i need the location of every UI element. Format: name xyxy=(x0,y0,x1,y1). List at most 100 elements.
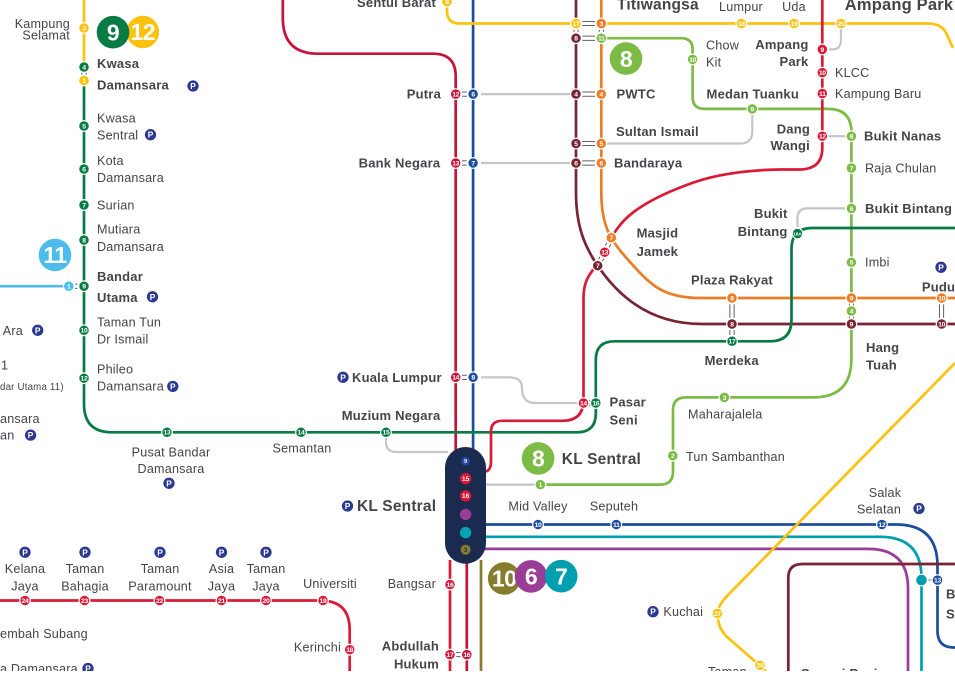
svg-text:P: P xyxy=(340,372,346,382)
svg-text:Tuah: Tuah xyxy=(866,358,897,373)
svg-text:Wangi: Wangi xyxy=(770,138,810,153)
svg-text:P: P xyxy=(148,130,154,140)
svg-text:Taman Tun: Taman Tun xyxy=(97,316,161,330)
svg-text:2: 2 xyxy=(671,453,675,460)
svg-text:KLCC: KLCC xyxy=(835,66,869,80)
svg-text:4: 4 xyxy=(82,64,86,71)
svg-text:KL Sentral: KL Sentral xyxy=(562,451,641,468)
svg-text:Medan Tuanku: Medan Tuanku xyxy=(707,87,799,102)
svg-text:Park: Park xyxy=(780,54,810,69)
svg-text:18: 18 xyxy=(738,21,745,28)
svg-text:8: 8 xyxy=(730,295,734,302)
svg-text:P: P xyxy=(166,478,172,488)
svg-text:16: 16 xyxy=(462,493,470,500)
svg-text:P: P xyxy=(35,325,41,335)
svg-text:13: 13 xyxy=(934,578,941,585)
svg-text:Seputeh: Seputeh xyxy=(590,499,638,513)
svg-text:15: 15 xyxy=(462,476,470,483)
svg-text:10: 10 xyxy=(535,522,542,529)
svg-text:Pusat Bandar: Pusat Bandar xyxy=(132,445,211,459)
svg-text:Jaya: Jaya xyxy=(252,580,279,594)
svg-text:9: 9 xyxy=(82,284,86,291)
svg-text:Kerinchi: Kerinchi xyxy=(294,641,341,655)
svg-text:13: 13 xyxy=(601,250,608,257)
svg-text:12: 12 xyxy=(819,134,826,141)
svg-text:10: 10 xyxy=(938,321,945,328)
svg-text:11: 11 xyxy=(43,242,67,268)
svg-text:3: 3 xyxy=(600,21,604,28)
svg-text:12: 12 xyxy=(878,522,885,529)
svg-text:Phileo: Phileo xyxy=(97,363,133,377)
svg-text:dar Utama 11): dar Utama 11) xyxy=(0,382,64,393)
svg-text:Taman: Taman xyxy=(247,562,286,576)
svg-text:Sentul Barat: Sentul Barat xyxy=(357,0,436,10)
svg-text:9: 9 xyxy=(464,459,467,465)
svg-text:11: 11 xyxy=(819,91,826,98)
svg-text:9: 9 xyxy=(107,19,119,45)
svg-text:Utama: Utama xyxy=(97,290,138,305)
svg-text:Selamat: Selamat xyxy=(22,29,70,43)
svg-text:Plaza Rakyat: Plaza Rakyat xyxy=(691,272,773,287)
svg-text:Raja Chulan: Raja Chulan xyxy=(865,161,937,175)
svg-text:7: 7 xyxy=(471,160,475,167)
svg-text:17: 17 xyxy=(729,339,736,346)
svg-text:Jaya: Jaya xyxy=(11,580,38,594)
svg-text:9: 9 xyxy=(850,321,854,328)
svg-text:Damansara: Damansara xyxy=(97,240,164,254)
svg-text:Kwasa: Kwasa xyxy=(97,56,140,71)
svg-text:Kota: Kota xyxy=(97,154,124,168)
svg-text:Kuala Lumpur: Kuala Lumpur xyxy=(352,370,442,385)
svg-text:Pudu: Pudu xyxy=(922,279,955,294)
svg-text:Sentral: Sentral xyxy=(97,129,138,143)
svg-text:11: 11 xyxy=(598,36,605,43)
svg-text:P: P xyxy=(916,504,922,514)
svg-text:15: 15 xyxy=(383,430,390,437)
svg-text:Pasar: Pasar xyxy=(610,395,646,410)
svg-text:5: 5 xyxy=(82,123,86,130)
svg-text:Sungai Besi: Sungai Besi xyxy=(801,666,878,671)
svg-text:21: 21 xyxy=(218,598,225,605)
svg-text:P: P xyxy=(345,501,351,511)
svg-text:Bandaraya: Bandaraya xyxy=(614,156,683,171)
svg-text:Bandar: Bandar xyxy=(97,269,143,284)
svg-text:u Ara: u Ara xyxy=(0,324,23,338)
svg-text:Sultan Ismail: Sultan Ismail xyxy=(616,124,699,139)
svg-text:P: P xyxy=(170,381,176,391)
svg-text:Jaya: Jaya xyxy=(208,580,235,594)
svg-text:10: 10 xyxy=(689,57,696,64)
svg-text:P: P xyxy=(219,547,225,557)
svg-text:Bukit Bintang: Bukit Bintang xyxy=(865,201,952,216)
svg-text:17: 17 xyxy=(447,652,454,659)
svg-text:1: 1 xyxy=(82,78,86,85)
svg-text:Taman: Taman xyxy=(66,562,105,576)
svg-text:Bahagia: Bahagia xyxy=(61,580,109,594)
svg-text:PWTC: PWTC xyxy=(617,87,656,102)
svg-text:a Damansara: a Damansara xyxy=(0,662,78,671)
svg-text:6: 6 xyxy=(574,160,578,167)
svg-text:Damansara: Damansara xyxy=(97,78,169,93)
svg-text:Surian: Surian xyxy=(97,199,135,213)
svg-text:9: 9 xyxy=(751,106,755,113)
svg-text:Ampang: Ampang xyxy=(755,37,808,52)
svg-text:Damansara: Damansara xyxy=(138,462,205,476)
svg-text:Kuchai: Kuchai xyxy=(663,605,703,619)
svg-text:3: 3 xyxy=(82,25,86,32)
svg-text:19: 19 xyxy=(791,21,798,28)
svg-text:Taman: Taman xyxy=(708,665,747,671)
svg-text:Mid Valley: Mid Valley xyxy=(508,499,568,513)
svg-text:Bintang: Bintang xyxy=(738,224,788,239)
svg-text:Maharajalela: Maharajalela xyxy=(688,408,763,422)
svg-text:Chow: Chow xyxy=(706,39,740,53)
svg-text:Dr Ismail: Dr Ismail xyxy=(97,333,148,347)
svg-text:22: 22 xyxy=(156,598,163,605)
svg-text:Selatan: Selatan xyxy=(946,607,955,622)
svg-text:7: 7 xyxy=(596,263,600,270)
svg-text:27: 27 xyxy=(714,611,721,618)
svg-text:Paramount: Paramount xyxy=(128,580,192,594)
svg-text:8: 8 xyxy=(471,375,475,382)
svg-text:4: 4 xyxy=(600,92,604,99)
svg-text:10: 10 xyxy=(81,328,88,335)
svg-text:7: 7 xyxy=(850,165,854,172)
svg-text:Universiti: Universiti xyxy=(303,577,357,591)
svg-text:Salak: Salak xyxy=(869,486,902,500)
